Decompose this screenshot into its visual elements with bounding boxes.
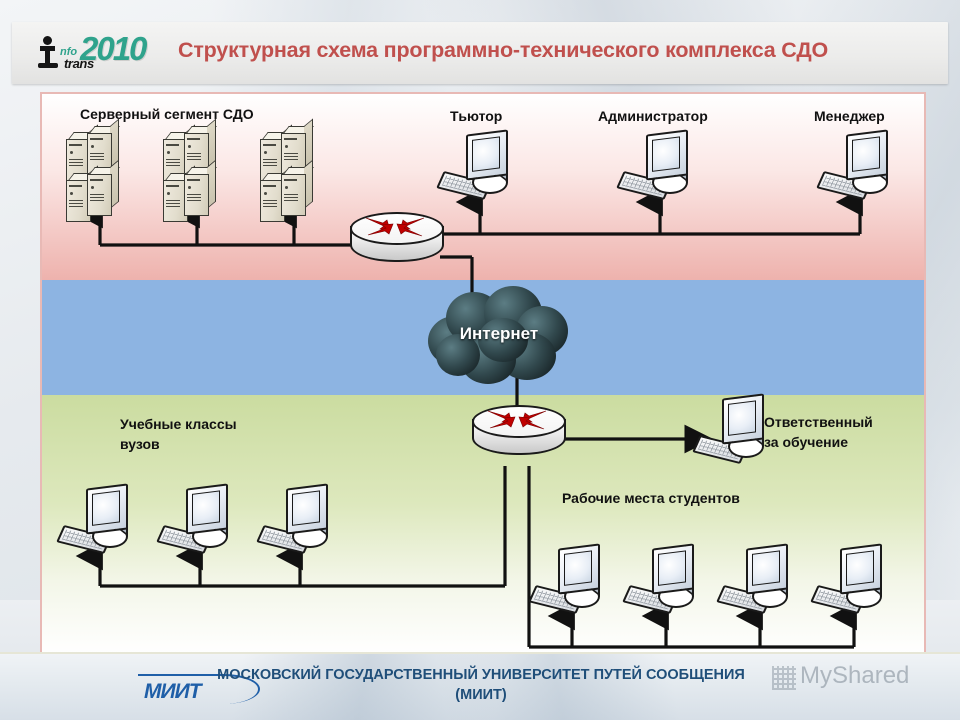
label-responsible-line2: за обучение	[764, 434, 849, 451]
logo-trans-text: trans	[64, 56, 94, 71]
label-classrooms-line2: вузов	[120, 436, 160, 453]
desktop-computer-icon[interactable]	[622, 543, 710, 622]
desktop-computer-icon[interactable]	[156, 483, 244, 562]
label-classrooms: Учебные классы вузов	[120, 414, 280, 455]
miit-logo: МИИТ	[138, 672, 260, 706]
label-tutor: Тьютор	[450, 108, 503, 124]
router-arrows-icon	[487, 410, 547, 430]
desktop-computer-icon[interactable]	[528, 543, 616, 622]
label-server-segment: Серверный сегмент СДО	[80, 106, 254, 122]
desktop-computer-icon[interactable]	[56, 483, 144, 562]
miit-logo-text: МИИТ	[144, 680, 202, 703]
desktop-computer-icon[interactable]	[256, 483, 344, 562]
network-router-icon[interactable]	[350, 212, 444, 274]
label-administrator: Администратор	[598, 108, 708, 124]
label-internet: Интернет	[459, 324, 539, 343]
label-manager: Менеджер	[814, 108, 885, 124]
footer-bar: МИИТ МОСКОВСКИЙ ГОСУДАРСТВЕННЫЙ УНИВЕРСИ…	[0, 652, 960, 720]
internet-cloud-icon[interactable]: Интернет	[424, 284, 574, 389]
infotrans-logo: nfo trans 2010	[34, 30, 164, 76]
logo-year-text: 2010	[80, 30, 147, 67]
person-icon	[38, 34, 60, 72]
desktop-computer-icon[interactable]	[616, 129, 704, 208]
server-rack-icon[interactable]	[260, 118, 332, 222]
miit-swoosh-icon	[138, 674, 260, 704]
label-responsible-line1: Ответственный	[764, 414, 873, 430]
footer-university-name: МОСКОВСКИЙ ГОСУДАРСТВЕННЫЙ УНИВЕРСИТЕТ П…	[176, 666, 786, 705]
server-rack-icon[interactable]	[66, 118, 138, 222]
desktop-computer-icon[interactable]	[716, 543, 804, 622]
label-student-workplaces: Рабочие места студентов	[562, 490, 740, 506]
footer-line1: МОСКОВСКИЙ ГОСУДАРСТВЕННЫЙ УНИВЕРСИТЕТ П…	[217, 667, 745, 683]
logo-info-text: nfo	[60, 46, 78, 58]
desktop-computer-icon[interactable]	[816, 129, 904, 208]
network-router-icon[interactable]	[472, 405, 566, 467]
desktop-computer-icon[interactable]	[810, 543, 898, 622]
server-rack-icon[interactable]	[163, 118, 235, 222]
desktop-computer-icon[interactable]	[692, 393, 780, 472]
header-bar: nfo trans 2010 Структурная схема програм…	[12, 22, 948, 84]
network-diagram: Серверный сегмент СДО Тьютор Администрат…	[40, 92, 926, 656]
label-classrooms-line1: Учебные классы	[120, 416, 237, 432]
desktop-computer-icon[interactable]	[436, 129, 524, 208]
page-title: Структурная схема программно-техническог…	[178, 38, 828, 62]
footer-line2: (МИИТ)	[455, 686, 507, 703]
label-responsible: Ответственный за обучение	[764, 412, 924, 453]
router-arrows-icon	[365, 217, 425, 237]
